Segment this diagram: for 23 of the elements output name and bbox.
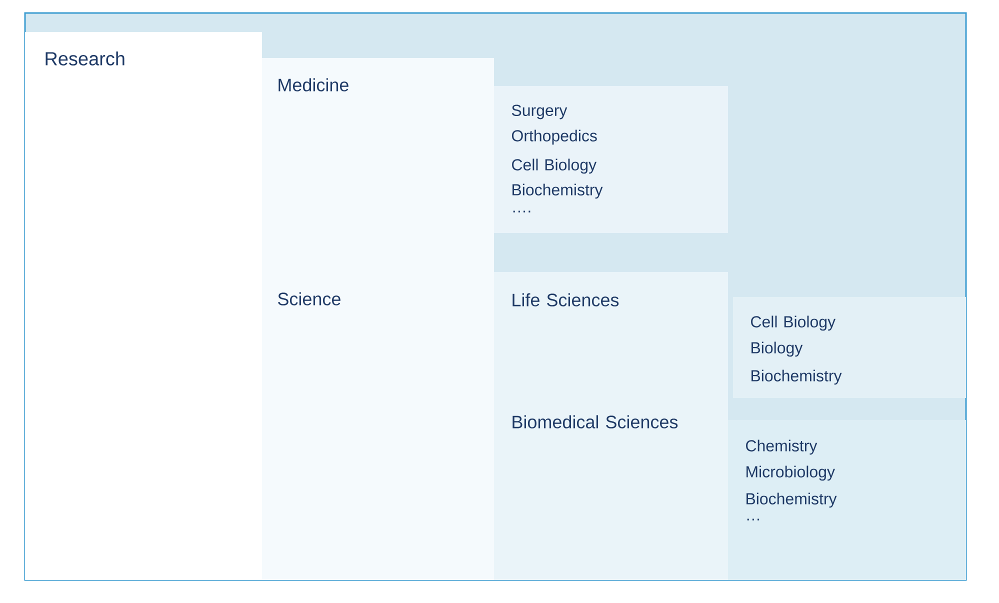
- list-item: Surgery: [512, 104, 568, 120]
- list-item: Biochemistry: [746, 492, 837, 508]
- list-item: Cell Biology: [512, 158, 597, 174]
- list-item: Chemistry: [746, 440, 818, 455]
- list-item: ….: [513, 210, 530, 212]
- list-item: Biology: [752, 342, 803, 357]
- category-panel: [494, 272, 728, 580]
- heading: Research: [46, 52, 124, 66]
- list-item: Biochemistry: [752, 370, 842, 385]
- heading: Science: [278, 292, 340, 306]
- heading: Biomedical Sciences: [512, 415, 678, 428]
- heading: Life Sciences: [512, 293, 619, 306]
- list-item: Microbiology: [746, 466, 835, 481]
- category-panel: [728, 420, 966, 580]
- category-panel: [733, 297, 966, 398]
- list-item: Orthopedics: [512, 130, 597, 145]
- list-item: Biochemistry: [512, 184, 603, 199]
- list-item: …: [747, 518, 760, 520]
- list-item: Cell Biology: [751, 316, 836, 331]
- category-panel: [25, 32, 262, 580]
- category-panel: [494, 86, 728, 233]
- heading: Medicine: [278, 78, 348, 92]
- category-panel: [262, 58, 494, 580]
